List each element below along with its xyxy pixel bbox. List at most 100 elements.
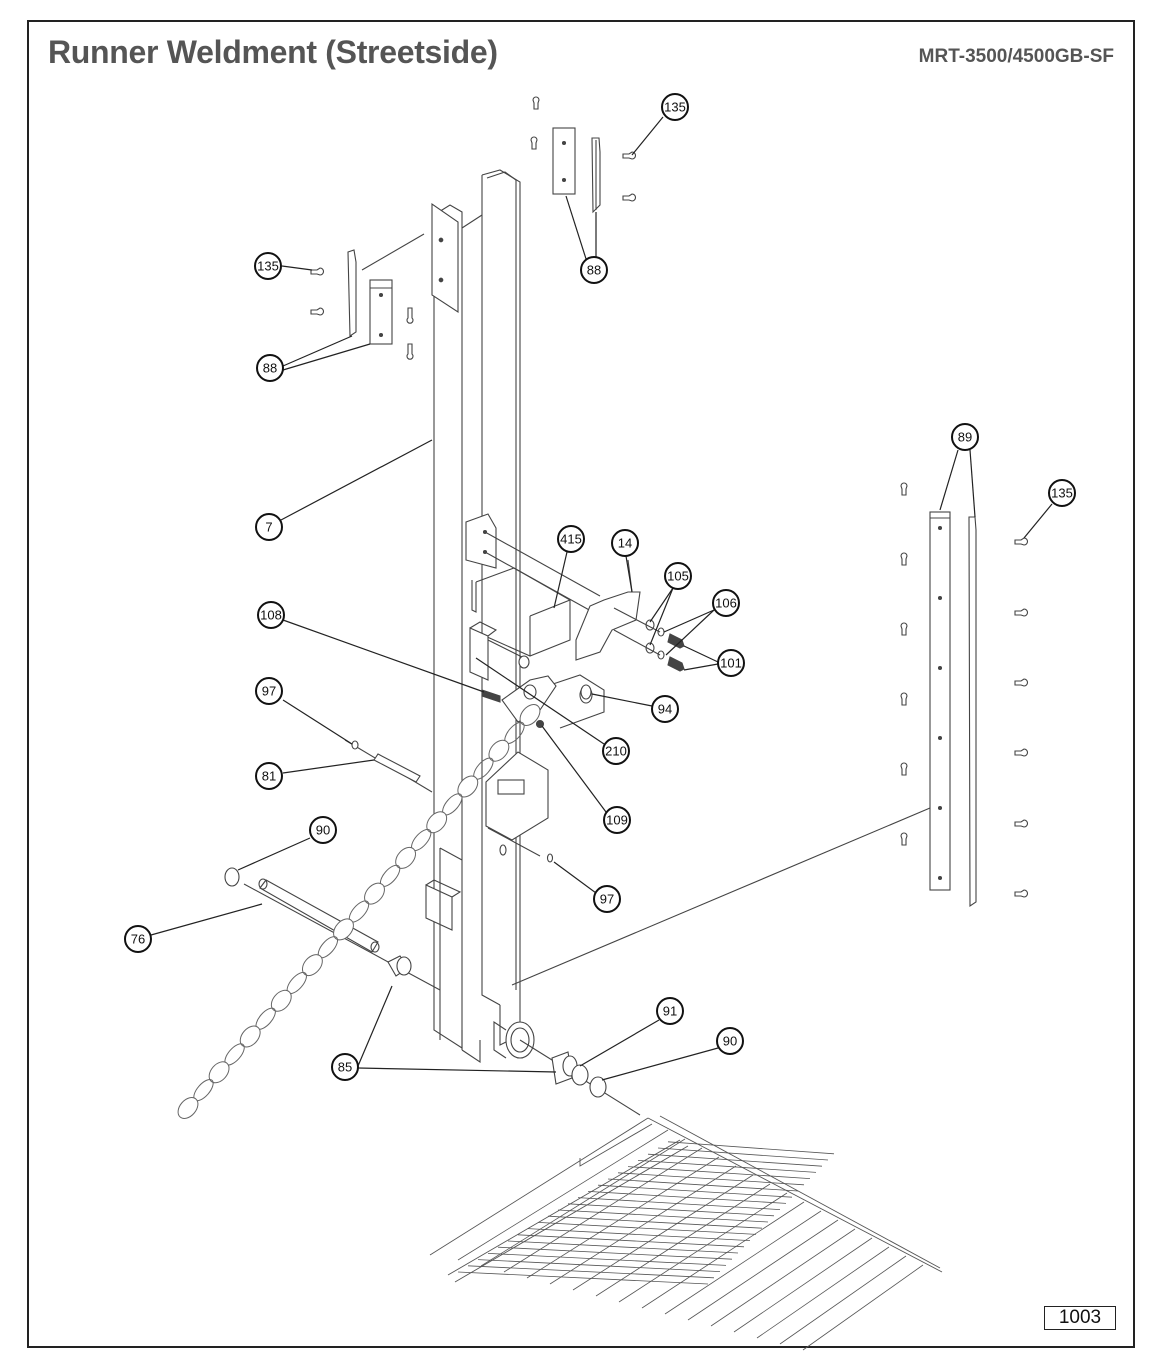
callout-label: 76	[131, 932, 145, 947]
chain-link	[239, 1025, 261, 1048]
callouts: 135 88 135 88 7 89 135 415 14 105 106 10…	[124, 93, 1076, 1081]
callout-89: 89	[951, 423, 979, 451]
grating-bar	[618, 1192, 788, 1303]
grating-bar	[779, 1255, 907, 1345]
page-title: Runner Weldment (Streetside)	[48, 34, 498, 70]
grating-crossbar	[647, 1153, 823, 1167]
grating-crossbar	[537, 1222, 757, 1235]
callout-label: 97	[600, 892, 614, 907]
grating-bar	[595, 1183, 771, 1297]
callout-415: 415	[557, 525, 585, 553]
callout-label: 105	[667, 569, 689, 584]
grating-crossbar	[637, 1160, 817, 1173]
callout-97: 97	[255, 677, 283, 705]
callout-label: 109	[606, 813, 628, 828]
grating-crossbar	[667, 1141, 835, 1155]
grating-bar	[664, 1210, 822, 1315]
callout-label: 88	[263, 361, 277, 376]
grating-bar	[480, 1138, 686, 1267]
callout-label: 91	[663, 1004, 677, 1019]
hardware-105-106-101	[481, 607, 685, 729]
callout-135: 135	[1048, 479, 1076, 507]
callout-label: 81	[262, 769, 276, 784]
callout-90: 90	[309, 816, 337, 844]
callout-101: 101	[717, 649, 745, 677]
chain-link	[333, 918, 354, 941]
grating-crossbar	[457, 1271, 709, 1285]
chain-link	[395, 846, 417, 869]
grating-crossbar	[557, 1209, 769, 1223]
chain-link	[488, 739, 510, 762]
grating-bar	[572, 1174, 754, 1291]
callout-label: 14	[618, 536, 632, 551]
callout-105: 105	[664, 562, 692, 590]
grating-crossbar	[577, 1197, 781, 1210]
grating-crossbar	[517, 1234, 745, 1248]
grating-bar	[687, 1219, 839, 1321]
grating-crossbar	[487, 1253, 727, 1266]
callout-label: 101	[720, 656, 742, 671]
chain-link	[364, 882, 385, 905]
callout-94: 94	[651, 695, 679, 723]
platform-grating	[429, 1115, 943, 1283]
callout-label: 85	[338, 1060, 352, 1075]
grating-bars	[457, 1129, 924, 1351]
chain-link	[270, 989, 292, 1012]
wear-strip-89	[511, 511, 977, 986]
callout-7: 7	[255, 513, 283, 541]
callout-135: 135	[661, 93, 689, 121]
callout-97: 97	[593, 885, 621, 913]
callout-label: 210	[605, 744, 627, 759]
wear-pad-88-top	[552, 127, 601, 214]
callout-label: 415	[560, 532, 582, 547]
bolts-top	[530, 96, 637, 202]
leader-lines	[150, 116, 1053, 1081]
grating-crossbar	[527, 1228, 751, 1241]
drawing-frame	[27, 20, 1135, 1348]
callout-label: 97	[262, 684, 276, 699]
grating-bar	[710, 1228, 856, 1327]
grating-crossbar	[477, 1259, 721, 1272]
chain-link	[177, 1097, 199, 1119]
callout-label: 94	[658, 702, 672, 717]
bracket-assembly	[465, 513, 641, 863]
grating-crossbar	[587, 1191, 787, 1204]
callout-label: 90	[723, 1034, 737, 1049]
grating-crossbar	[627, 1166, 811, 1179]
grating-bar	[802, 1264, 924, 1351]
callout-label: 106	[715, 596, 737, 611]
grating-bar	[457, 1129, 669, 1261]
chain-link	[457, 775, 479, 798]
callout-label: 135	[664, 100, 686, 115]
callout-label: 7	[265, 520, 272, 535]
chain-link	[426, 811, 448, 834]
runner-column	[425, 169, 535, 1064]
callout-88: 88	[256, 354, 284, 382]
callout-label: 88	[587, 263, 601, 278]
lift-chain	[177, 704, 541, 1119]
grating-crossbar	[567, 1203, 775, 1217]
grating-crossbar	[617, 1172, 805, 1186]
wear-pad-88-left	[310, 233, 425, 360]
callout-88: 88	[580, 256, 608, 284]
callout-90: 90	[716, 1027, 744, 1055]
callout-label: 90	[316, 823, 330, 838]
grating-crossbar	[547, 1215, 763, 1229]
callout-109: 109	[603, 806, 631, 834]
grating-bar	[733, 1237, 873, 1333]
callout-106: 106	[712, 589, 740, 617]
grating-crossbar	[507, 1240, 739, 1254]
callout-14: 14	[611, 529, 639, 557]
pin-81	[344, 739, 433, 793]
callout-label: 135	[257, 259, 279, 274]
callout-label: 89	[958, 430, 972, 445]
callout-label: 135	[1051, 486, 1073, 501]
callout-135: 135	[254, 252, 282, 280]
callout-85: 85	[331, 1053, 359, 1081]
grating-crossbar	[607, 1178, 799, 1192]
chain-link	[301, 954, 323, 977]
grating-bar	[503, 1147, 703, 1273]
callout-91: 91	[656, 997, 684, 1025]
callout-210: 210	[602, 737, 630, 765]
